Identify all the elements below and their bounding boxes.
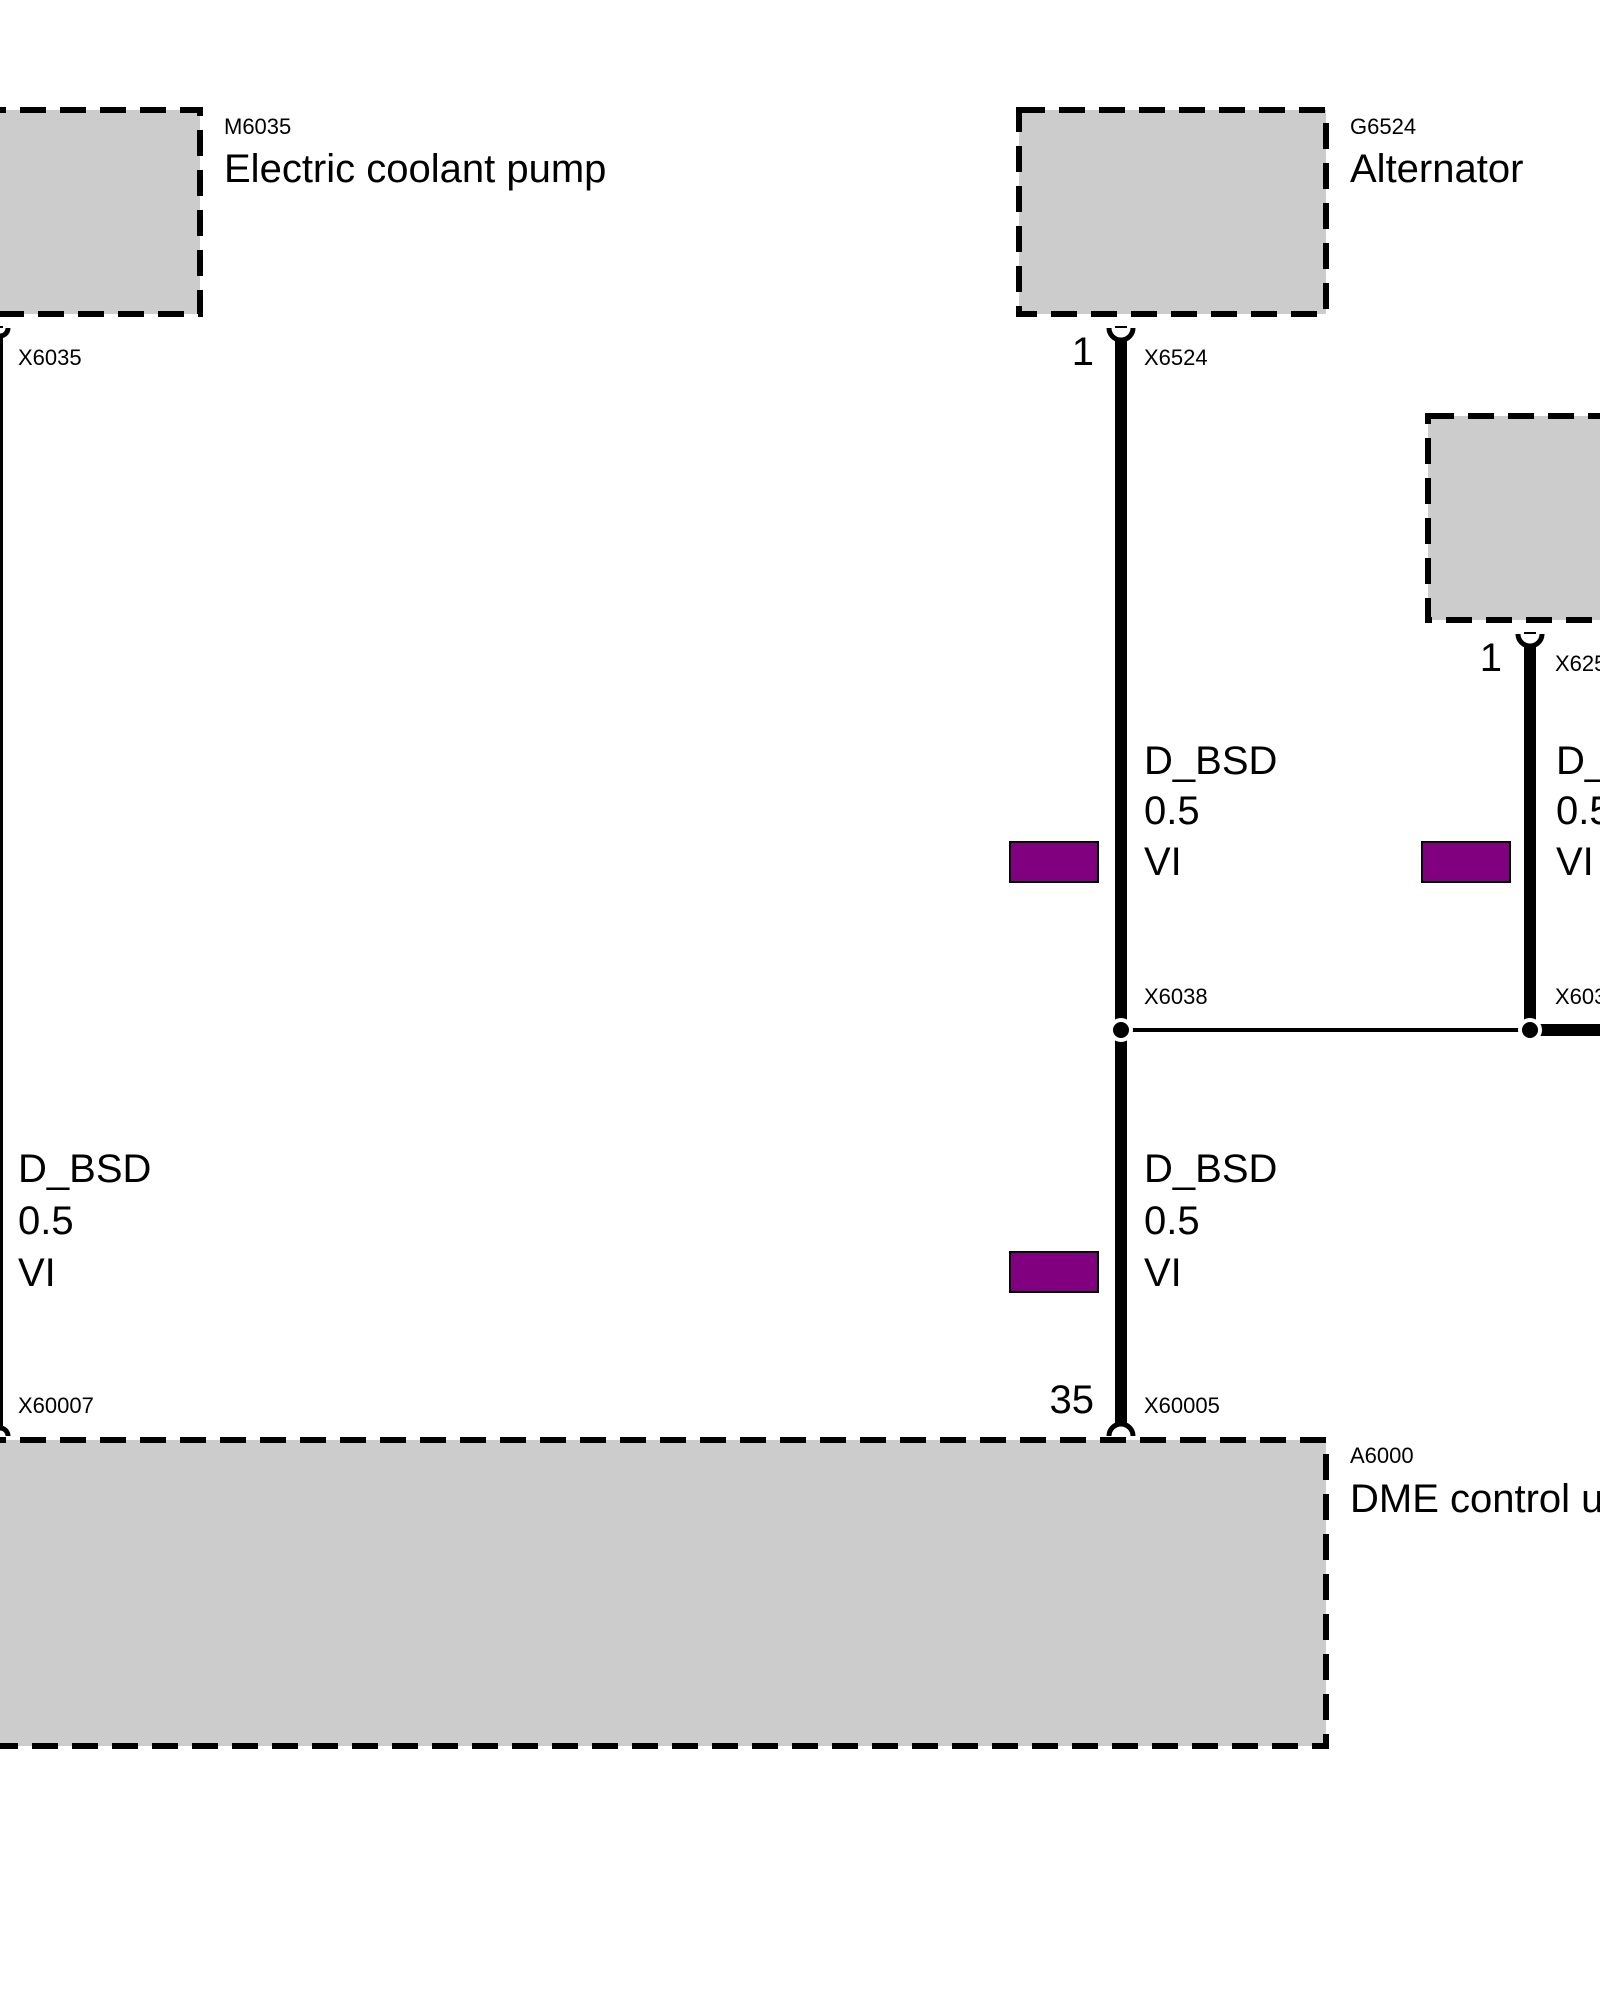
third-top-connector-label: X625 xyxy=(1555,651,1600,676)
alt-upper-gauge: 0.5 xyxy=(1144,789,1200,833)
splice-left-label: X6038 xyxy=(1144,984,1208,1009)
third-top-pin: 1 xyxy=(1480,636,1502,680)
third-upper-gauge: 0.5 xyxy=(1556,789,1600,833)
pump-wire-gauge: 0.5 xyxy=(18,1199,74,1243)
alt-lower-color: VI xyxy=(1144,1251,1182,1295)
third-upper-violet-swatch xyxy=(1421,841,1511,883)
dme-id: A6000 xyxy=(1350,1443,1414,1468)
pump-wire-color: VI xyxy=(18,1251,56,1295)
alt-lower-gauge: 0.5 xyxy=(1144,1199,1200,1243)
coolant-pump-name: Electric coolant pump xyxy=(224,147,606,191)
dme-top-connector-label: X60005 xyxy=(1144,1393,1220,1418)
pump-bottom-connector-label: X60007 xyxy=(18,1393,94,1418)
dme-top-pin: 35 xyxy=(1050,1378,1095,1422)
alternator-top-connector-label: X6524 xyxy=(1144,345,1208,370)
coolant-pump-id: M6035 xyxy=(224,114,291,139)
splice-right-label: X603 xyxy=(1555,984,1600,1009)
splice-node-left[interactable] xyxy=(1109,1018,1133,1042)
third-component-box[interactable] xyxy=(1425,413,1600,623)
third-upper-signal: D_ xyxy=(1556,739,1600,783)
alt-lower-signal: D_BSD xyxy=(1144,1147,1277,1191)
alternator-top-pin: 1 xyxy=(1072,330,1094,374)
dme-control-unit-box[interactable] xyxy=(0,1437,1329,1749)
alt-upper-violet-swatch xyxy=(1009,841,1099,883)
alternator-top-connector-icon xyxy=(1106,327,1136,343)
alt-upper-color: VI xyxy=(1144,840,1182,884)
pump-top-connector-label: X6035 xyxy=(18,345,82,370)
coolant-pump-box[interactable] xyxy=(0,107,203,317)
alt-upper-signal: D_BSD xyxy=(1144,739,1277,783)
alternator-name: Alternator xyxy=(1350,147,1523,191)
splice-node-right[interactable] xyxy=(1518,1018,1542,1042)
alt-lower-violet-swatch xyxy=(1009,1251,1099,1293)
third-upper-color: VI xyxy=(1556,840,1594,884)
third-top-connector-icon xyxy=(1515,633,1545,649)
dme-name: DME control u xyxy=(1350,1477,1600,1521)
pump-top-connector-icon xyxy=(0,327,11,339)
dme-top-connector-icon xyxy=(1106,1421,1136,1437)
pump-bottom-connector-icon xyxy=(0,1425,11,1437)
pump-wire-signal: D_BSD xyxy=(18,1147,151,1191)
alternator-box[interactable] xyxy=(1016,107,1329,317)
alternator-id: G6524 xyxy=(1350,114,1416,139)
